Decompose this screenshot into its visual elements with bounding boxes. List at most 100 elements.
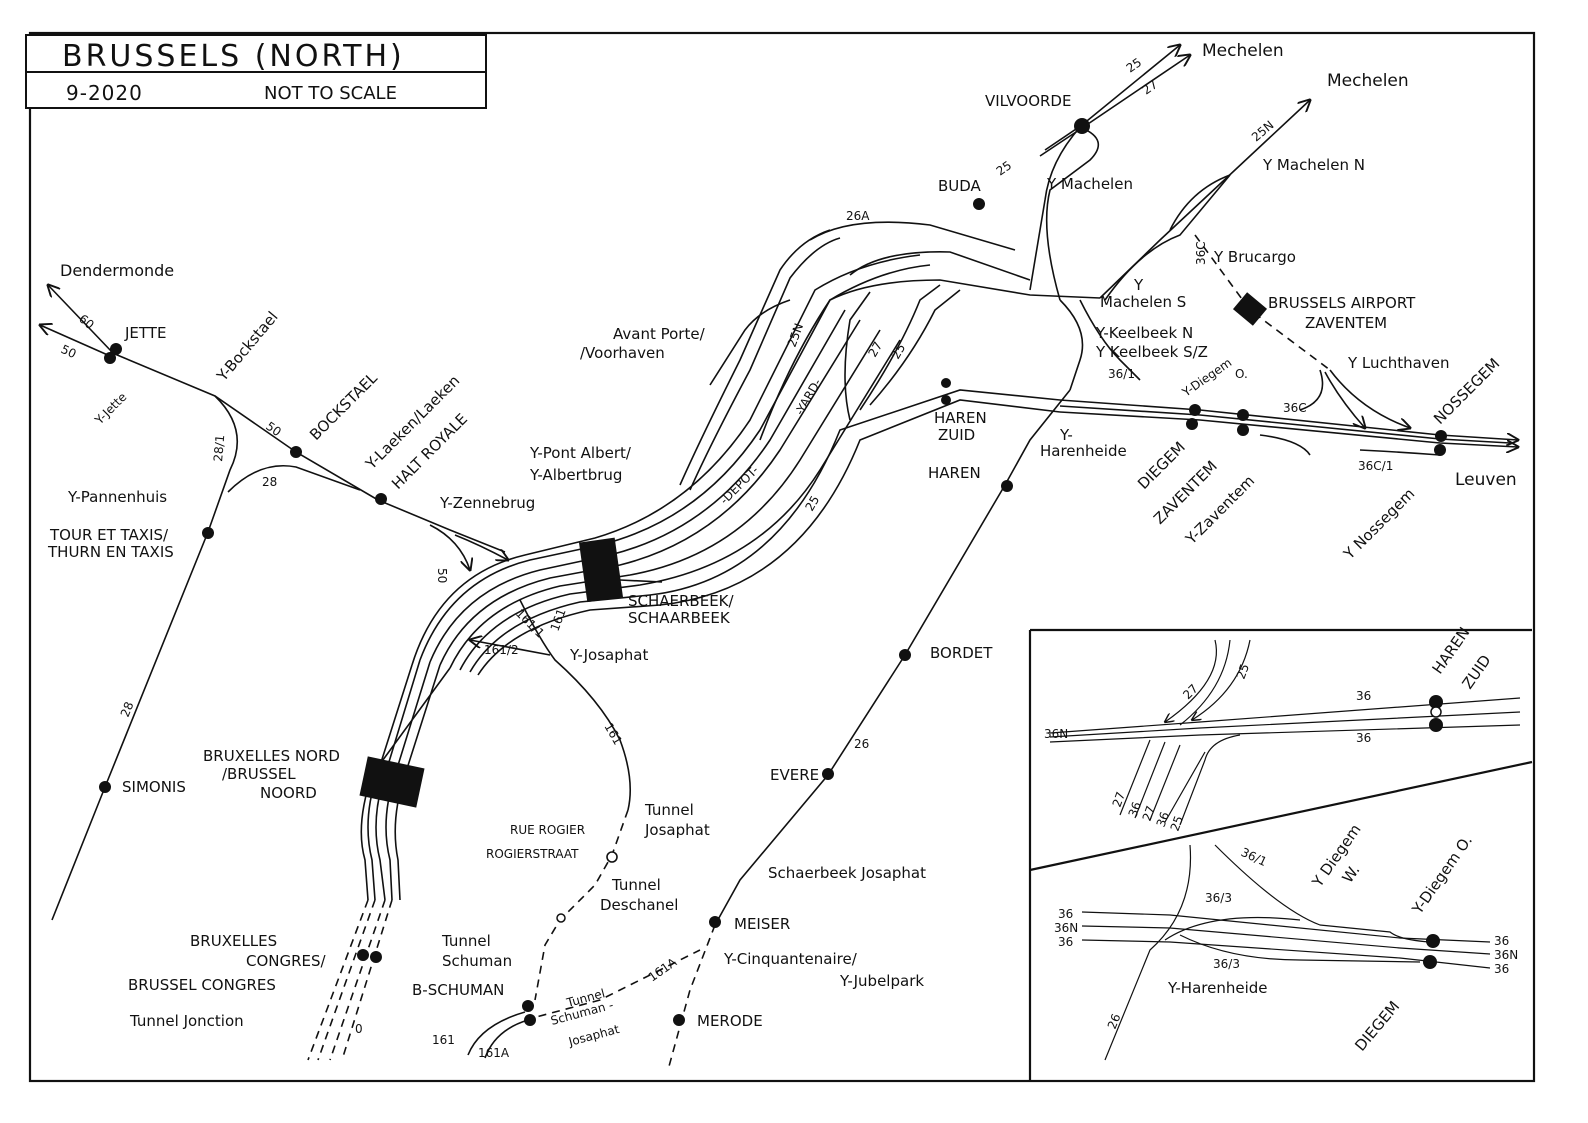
label-bockstael: BOCKSTAEL	[306, 369, 381, 444]
inset-line-36-1: 36/1	[1239, 845, 1269, 869]
label-y-machelen-s-2: Machelen S	[1100, 293, 1186, 311]
line-0: 0	[355, 1022, 363, 1036]
bruxelles-nord-station-block	[359, 756, 425, 808]
diegem-station-dot-2	[1186, 418, 1198, 430]
label-airport-1: BRUSSELS AIRPORT	[1268, 294, 1416, 312]
line-161a-b: 161A	[478, 1046, 510, 1060]
inset-line-36n: 36N	[1044, 727, 1068, 741]
line-60: 60	[76, 312, 97, 333]
jette-station-dot-2	[104, 352, 116, 364]
label-y-cinquantenaire-1: Y-Cinquantenaire/	[723, 950, 858, 968]
inset-line-36a: 36	[1356, 689, 1371, 703]
dest-mechelen-1: Mechelen	[1202, 41, 1284, 61]
dest-mechelen-2: Mechelen	[1327, 71, 1409, 91]
diegem-station-dot	[1189, 404, 1201, 416]
inset-b-27b: 27	[1140, 804, 1158, 823]
label-y-machelen: Y Machelen	[1046, 175, 1133, 193]
haren-station-dot	[1001, 480, 1013, 492]
label-y-diegem-o-2: O.	[1235, 367, 1248, 381]
inset-right-36a: 36	[1494, 934, 1509, 948]
inset-right-36b: 36	[1494, 962, 1509, 976]
station-markers	[99, 118, 1447, 1026]
label-avant-porte-2: /Voorhaven	[580, 344, 665, 362]
label-depot: -DEPOT-	[717, 463, 761, 507]
evere-station-dot	[822, 768, 834, 780]
label-tunnel-schuman-1: Tunnel	[441, 932, 491, 950]
line-36c-a: 36C	[1194, 241, 1208, 265]
inset-line-36-3a: 36/3	[1205, 891, 1232, 905]
zaventem-station-dot	[1237, 409, 1249, 421]
title-box: BRUSSELS (NORTH) 9-2020 NOT TO SCALE	[25, 34, 487, 109]
halt-royale-station-dot	[375, 493, 387, 505]
label-y-keelbeek-s: Y Keelbeek S/Z	[1095, 343, 1208, 361]
label-tunnel-josaphat-1: Tunnel	[644, 801, 694, 819]
line-50-c: 50	[435, 568, 449, 583]
label-y-nossegem: Y Nossegem	[1339, 485, 1418, 564]
line-161-c: 161	[432, 1033, 455, 1047]
tour-taxis-station-dot	[202, 527, 214, 539]
label-y-pannenhuis: Y-Pannenhuis	[67, 488, 167, 506]
merode-station-dot	[673, 1014, 685, 1026]
line-27-a: 27	[1140, 77, 1161, 97]
label-y-harenheide-1: Y-	[1059, 426, 1073, 444]
line-50-a: 50	[59, 342, 79, 361]
label-rogierstraat: ROGIERSTRAAT	[486, 847, 579, 861]
label-schaerbeek-1: SCHAERBEEK/	[628, 592, 735, 610]
inset-b-36a: 36	[1126, 800, 1144, 819]
inset-b-36b: 36	[1154, 810, 1172, 829]
label-merode: MERODE	[697, 1012, 763, 1030]
inset-line-36-3b: 36/3	[1213, 957, 1240, 971]
map-frame	[28, 31, 1536, 1083]
label-bxl-nord-2: /BRUSSEL	[222, 765, 296, 783]
label-vilvoorde: VILVOORDE	[985, 92, 1071, 110]
inset-right-36n: 36N	[1494, 948, 1518, 962]
label-buda: BUDA	[938, 177, 982, 195]
deschanel-tunnel-marker	[556, 913, 566, 923]
destination-labels: Mechelen Mechelen Dendermonde Leuven	[60, 41, 1517, 490]
line-25-d: 25	[802, 493, 822, 513]
line-28-b: 28	[262, 475, 277, 489]
label-haren-zuid-2: ZUID	[938, 426, 975, 444]
inset-haren-zuid-dot-3	[1429, 718, 1443, 732]
line-25n-b: 25N	[1249, 118, 1277, 144]
line-number-labels: 60 50 50 50 28 28 28/1 26A 25 25 27 27 2…	[59, 55, 1394, 1060]
line-28-a: 28	[118, 700, 137, 719]
dest-leuven: Leuven	[1455, 470, 1517, 490]
inset-y-diegem-o: Y-Diegem O.	[1408, 832, 1476, 918]
line-26a: 26A	[846, 209, 870, 223]
line-36-1: 36/1	[1108, 367, 1135, 381]
inset-y-diegem-w-2: W.	[1339, 861, 1364, 886]
label-y-pont-albert-2: Y-Albertbrug	[529, 466, 622, 484]
inset-b-25: 25	[1168, 814, 1186, 833]
label-y-luchthaven: Y Luchthaven	[1347, 354, 1449, 372]
inset-b-27a: 27	[1110, 790, 1128, 809]
label-congres-2: CONGRES/	[246, 952, 327, 970]
haren-zuid-station-dot-2	[941, 395, 951, 405]
label-yard: -YARD-	[792, 376, 824, 417]
buda-station-dot	[973, 198, 985, 210]
label-y-harenheide-2: Harenheide	[1040, 442, 1127, 460]
jette-station-dot	[110, 343, 122, 355]
line-161-1: 161/1	[513, 606, 547, 640]
inset-haren-zuid-dot-2	[1430, 706, 1442, 718]
inset-left-36a: 36	[1058, 907, 1073, 921]
inset-bottom: 36/1 Y Diegem W. Y-Diegem O. 36/3 36/3 Y…	[1054, 821, 1518, 1061]
label-airport-2: ZAVENTEM	[1305, 314, 1387, 332]
vilvoorde-station-dot	[1074, 118, 1090, 134]
label-b-schuman: B-SCHUMAN	[412, 981, 504, 999]
line-161a-a: 161A	[646, 955, 680, 985]
line-36c-b: 36C	[1283, 401, 1307, 415]
inset-panels	[1028, 628, 1533, 1081]
map-date: 9-2020	[66, 81, 143, 105]
label-tour-taxis-2: THURN EN TAXIS	[47, 543, 174, 561]
congres-station-dot	[357, 949, 369, 961]
label-y-zennebrug: Y-Zennebrug	[439, 494, 535, 512]
meiser-station-dot	[709, 916, 721, 928]
inset-left-36b: 36	[1058, 935, 1073, 949]
line-50-b: 50	[263, 419, 284, 439]
label-y-machelen-n: Y Machelen N	[1262, 156, 1365, 174]
inset-top: HAREN ZUID 27 25 36 36 36N 27 36 27 36 2…	[1044, 624, 1521, 833]
inset-y-harenheide: Y-Harenheide	[1167, 979, 1268, 997]
airport-station-block	[1232, 292, 1268, 326]
